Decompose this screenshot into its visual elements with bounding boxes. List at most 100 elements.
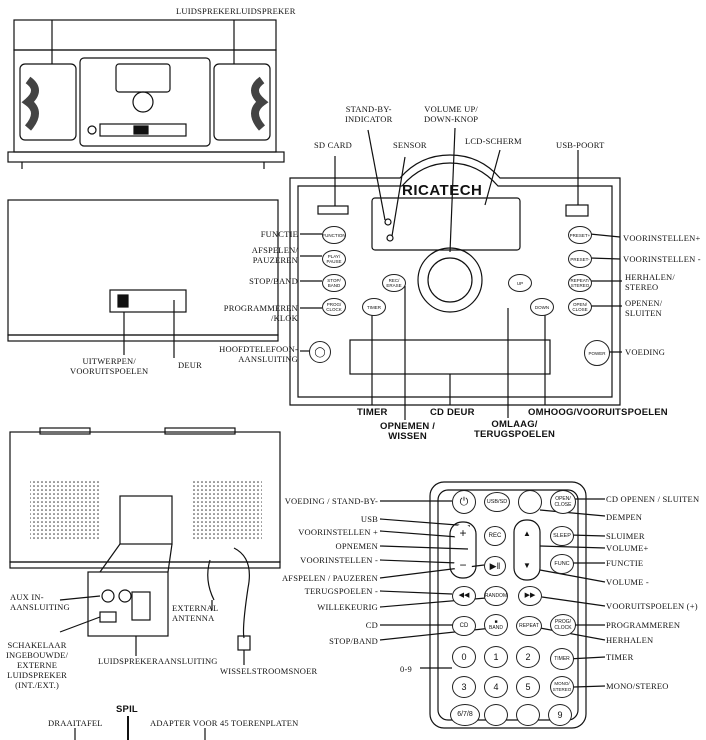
remote-volume-down-icon[interactable]: ▼	[518, 558, 536, 574]
remote-usb-sd-button[interactable]: USB/SD	[484, 492, 510, 512]
switch-label: SCHAKELAAR INGEBOUWDE/ EXTERNE LUIDSPREK…	[6, 640, 69, 690]
remote-random-label: WILLEKEURIG	[317, 602, 378, 612]
rear-speaker-terminal	[119, 495, 173, 545]
remote-power-label: VOEDING / STAND-BY-	[284, 496, 378, 506]
remote-preset-minus-icon[interactable]: −	[454, 556, 472, 574]
usb-port-label: USB-POORT	[556, 140, 605, 150]
remote-sleep-label: SLUIMER	[606, 531, 645, 541]
function-label: FUNCTIE	[260, 229, 298, 239]
power-label: VOEDING	[625, 347, 666, 357]
remote-open-close-button[interactable]: OPEN/ CLOSE	[550, 490, 576, 514]
cd-tray-side	[109, 289, 187, 313]
remote-rewind-label: TERUGSPOELEN -	[304, 586, 378, 596]
remote-function-label: FUNCTIE	[606, 558, 644, 568]
panel-repeat-button[interactable]: REPEAT/ STEREO	[568, 274, 592, 292]
remote-cd-open-label: CD OPENEN / SLUITEN	[606, 494, 700, 504]
lcd-screen	[371, 197, 521, 251]
remote-mute-label: DEMPEN	[606, 512, 643, 522]
remote-digit-button[interactable]: 5	[516, 676, 540, 698]
panel-play-button[interactable]: PLAY/ PAUSE	[322, 250, 346, 268]
remote-sleep-button[interactable]: SLEEP	[550, 526, 574, 546]
remote-digit-button[interactable]: 4	[484, 676, 508, 698]
remote-preset-down-label: VOORINSTELLEN -	[300, 555, 378, 565]
preset-down-label: VOORINSTELLEN -	[623, 254, 701, 264]
remote-rec-button[interactable]: REC	[484, 526, 506, 546]
remote-timer-label: TIMER	[606, 652, 634, 662]
remote-play-pause-icon[interactable]: ▶‖	[484, 556, 506, 576]
headphone-label: HOOFDTELEFOON- AANSLUITING	[219, 344, 298, 364]
remote-prog-button[interactable]: PROG/ CLOCK	[550, 614, 576, 636]
panel-stop-button[interactable]: STOP/ BAND	[322, 274, 346, 292]
remote-mono-stereo-button[interactable]: MONO/ STEREO	[550, 676, 574, 698]
unit-front-body	[13, 49, 277, 153]
aux-in-label: AUX IN- AANSLUITING	[10, 592, 70, 612]
panel-open-button[interactable]: OPEN/ CLOSE	[568, 298, 592, 316]
turntable-label: DRAAITAFEL	[48, 718, 103, 728]
remote-random-button[interactable]: RANDOM	[484, 586, 508, 606]
speaker-connection-label: LUIDSPREKERAANSLUITING	[98, 656, 218, 666]
remote-volume-up-label: VOLUME+	[606, 543, 649, 553]
power-cord-label: WISSELSTROOMSNOER	[220, 666, 318, 676]
panel-power-button[interactable]: POWER	[584, 340, 610, 366]
remote-func-button[interactable]: FUNC	[550, 554, 574, 574]
remote-repeat-button[interactable]: REPEAT	[516, 616, 542, 636]
headphone-jack-icon: ◯	[309, 341, 331, 363]
remote-repeat-label: HERHALEN	[606, 635, 654, 645]
panel-function-button[interactable]: FUNCTION	[322, 226, 346, 244]
remote-volume-down-label: VOLUME -	[606, 577, 649, 587]
cd-door-label: CD DEUR	[430, 407, 475, 418]
panel-down-button[interactable]: DOWN	[530, 298, 554, 316]
remote-digit-button[interactable]: 0	[452, 646, 476, 668]
speaker-right	[213, 63, 271, 141]
panel-preset-down-button[interactable]: PRESET-	[568, 250, 592, 268]
rear-io-panel-zoom	[87, 571, 169, 637]
front-center-panel	[79, 57, 211, 147]
program-clock-label: PROGRAMMEREN /KLOK	[223, 303, 298, 323]
remote-mono-stereo-label: MONO/STEREO	[606, 681, 669, 691]
volume-rocker	[513, 519, 541, 581]
up-ff-label: OMHOOG/VOORUITSPOELEN	[528, 407, 668, 418]
remote-mute-button[interactable]	[518, 490, 542, 514]
remote-digit-button[interactable]: 6/7/8	[450, 704, 480, 726]
remote-preset-plus-icon[interactable]: +	[454, 524, 472, 542]
remote-power-button[interactable]: ⏻	[452, 490, 476, 514]
panel-up-button[interactable]: UP	[508, 274, 532, 292]
remote-cd-button[interactable]: CD	[452, 616, 476, 636]
remote-digit-button[interactable]: 3	[452, 676, 476, 698]
remote-blank-button[interactable]	[484, 704, 508, 726]
remote-digit-button[interactable]: 1	[484, 646, 508, 668]
open-close-label: OPENEN/ SLUITEN	[625, 298, 663, 318]
sd-card-label: SD CARD	[314, 140, 353, 150]
remote-rewind-icon[interactable]: ◀◀	[452, 586, 476, 606]
remote-timer-button[interactable]: TIMER	[550, 648, 574, 670]
remote-stop-button[interactable]: ■ BAND	[484, 614, 508, 636]
adapter-label: ADAPTER VOOR 45 TOERENPLATEN	[150, 718, 299, 728]
panel-timer-button[interactable]: TIMER	[362, 298, 386, 316]
remote-volume-up-icon[interactable]: ▲	[518, 526, 536, 542]
rear-grille-dots	[30, 480, 262, 540]
remote-digit-button[interactable]: 2	[516, 646, 540, 668]
remote-forward-icon[interactable]: ▶▶	[518, 586, 542, 606]
speaker-label: LUIDSPREKERLUIDSPREKER	[176, 6, 296, 16]
record-erase-label: OPNEMEN / WISSEN	[380, 421, 436, 442]
preset-up-label: VOORINSTELLEN+	[623, 233, 701, 243]
remote-cd-label: CD	[365, 620, 378, 630]
panel-rec-button[interactable]: REC/ ERASE	[382, 274, 406, 292]
remote-blank-button[interactable]	[516, 704, 540, 726]
panel-prog-button[interactable]: PROG/ CLOCK	[322, 298, 346, 316]
lcd-screen-label: LCD-SCHERM	[465, 136, 522, 146]
remote-usb-label: USB	[360, 514, 378, 524]
preset-rocker	[449, 521, 477, 579]
timer-label: TIMER	[357, 407, 388, 418]
turntable-lid	[13, 19, 277, 51]
remote-digit-button[interactable]: 9	[548, 704, 572, 726]
spindle-label: SPIL	[116, 704, 138, 715]
speaker-left	[19, 63, 77, 141]
remote-digits-label: 0-9	[400, 664, 412, 674]
panel-preset-up-button[interactable]: PRESET+	[568, 226, 592, 244]
standby-indicator-label: STAND-BY- INDICATOR	[345, 104, 393, 124]
door-label: DEUR	[178, 360, 202, 370]
repeat-stereo-label: HERHALEN/ STEREO	[625, 272, 675, 292]
play-pause-label: AFSPELEN/ PAUZEREN	[251, 245, 298, 265]
